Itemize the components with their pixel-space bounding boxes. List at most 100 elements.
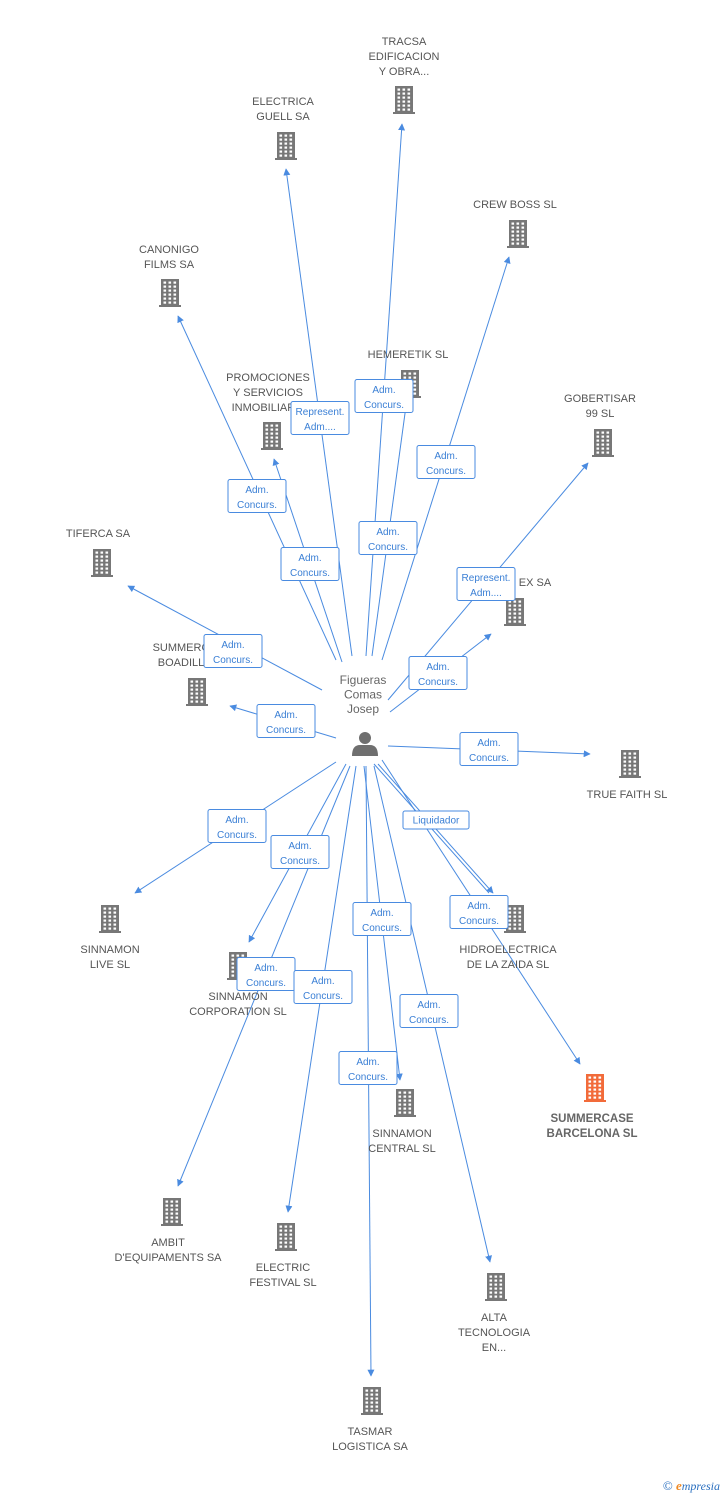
node-label-tiferca[interactable]: TIFERCA SA [66,528,131,540]
node-label-hemeretik[interactable]: HEMERETIK SL [368,349,449,361]
building-icon[interactable] [504,598,526,626]
edge-label-line: Concurs. [246,978,286,989]
edge-label-electrica-guell[interactable]: Represent.Adm.... [290,401,350,435]
node-label-line: ALTA [481,1312,508,1324]
node-label-line: TRUE FAITH SL [587,789,668,801]
edge-label-electric-festival[interactable]: Adm.Concurs. [293,970,353,1004]
edge-label-box [402,810,470,830]
edge-label-promociones[interactable]: Adm.Concurs. [280,547,340,581]
edge-label-text: Adm.Concurs. [364,385,404,411]
edge-label-sinnamon-central[interactable]: Adm.Concurs. [352,902,412,936]
edge-label-text: Adm.Concurs. [290,553,330,579]
edge-label-line: Represent. [296,407,345,418]
edge-label-box [203,634,263,668]
edge-label-box [399,994,459,1028]
building-icon[interactable] [261,422,283,450]
building-icon[interactable] [504,905,526,933]
edge-label-text: Adm.Concurs. [217,815,257,841]
edge-label-tiferca[interactable]: Adm.Concurs. [203,634,263,668]
node-label-line: CENTRAL SL [368,1143,435,1155]
edge-label-sinnamon-live[interactable]: Adm.Concurs. [207,809,267,843]
building-icon[interactable] [485,1273,507,1301]
edge-label-box [293,970,353,1004]
node-label-true-faith[interactable]: TRUE FAITH SL [587,789,668,801]
edge-label-text: Adm.Concurs. [418,662,458,688]
edge-label-tasmar[interactable]: Adm.Concurs. [338,1051,398,1085]
node-label-line: 99 SL [586,408,615,420]
building-icon[interactable] [99,905,121,933]
edge-label-canonigo[interactable]: Adm.Concurs. [227,479,287,513]
edge-label-text: Adm.Concurs. [362,908,402,934]
building-icon[interactable] [186,678,208,706]
edge-label-tracsa[interactable]: Adm.Concurs. [354,379,414,413]
edge-label-summercase-boadilla[interactable]: Adm.Concurs. [256,704,316,738]
edge-label-box [290,401,350,435]
building-icon[interactable] [275,132,297,160]
node-label-line: HEMERETIK SL [368,349,449,361]
node-label-line: PROMOCIONES [226,372,310,384]
building-icon[interactable] [394,1089,416,1117]
edge-label-line: Adm. [298,553,321,564]
node-label-line: ELECTRICA [252,96,314,108]
edge-label-line: Concurs. [418,677,458,688]
edge-label-box [338,1051,398,1085]
edge-label-line: Adm. [225,815,248,826]
node-label-line: LOGISTICA SA [332,1441,408,1453]
building-icon[interactable] [584,1074,606,1102]
edge-label-line: Liquidador [413,816,460,827]
node-label-crew-boss[interactable]: CREW BOSS SL [473,199,557,211]
edge-label-hemeretik[interactable]: Adm.Concurs. [358,521,418,555]
building-icon[interactable] [507,220,529,248]
building-icon[interactable] [393,86,415,114]
edge-label-box [352,902,412,936]
edge-label-ambit[interactable]: Adm.Concurs. [236,957,296,991]
building-icon[interactable] [91,549,113,577]
edge-label-crew-boss[interactable]: Adm.Concurs. [416,445,476,479]
edge-label-text: Liquidador [413,816,460,827]
node-label-line: AMBIT [151,1237,185,1249]
building-icon[interactable] [159,279,181,307]
node-label-line: EN... [482,1342,506,1354]
edge-label-summercase-barcelona[interactable]: Adm.Concurs. [449,895,509,929]
edge-label-ex-sa[interactable]: Adm.Concurs. [408,656,468,690]
edge-label-sinnamon-corporation[interactable]: Adm.Concurs. [270,835,330,869]
node-label-line: SINNAMON [208,991,267,1003]
building-icon[interactable] [361,1387,383,1415]
edge-label-line: Concurs. [237,500,277,511]
edge-label-box [280,547,340,581]
building-icon[interactable] [161,1198,183,1226]
edge-label-line: Adm.... [470,588,502,599]
node-label-tasmar[interactable]: TASMAR LOGISTICA SA [332,1426,408,1453]
building-icon[interactable] [275,1223,297,1251]
node-label-ex-sa[interactable]: EX SA [519,577,552,589]
node-label-line: FESTIVAL SL [249,1277,316,1289]
node-label-line: TASMAR [347,1426,392,1438]
edge-label-box [256,704,316,738]
edge-label-line: Adm. [311,976,334,987]
building-icon[interactable] [619,750,641,778]
person-icon[interactable] [352,732,378,756]
edge-label-line: Concurs. [364,400,404,411]
edge-label-hidroelectrica[interactable]: Liquidador [402,810,470,830]
edge-label-true-faith[interactable]: Adm.Concurs. [459,732,519,766]
edge-label-line: Concurs. [266,725,306,736]
edge-label-line: Concurs. [368,542,408,553]
edge-label-alta-tecnologia[interactable]: Adm.Concurs. [399,994,459,1028]
edge-label-gobertisar[interactable]: Represent.Adm.... [456,567,516,601]
building-icon[interactable] [592,429,614,457]
